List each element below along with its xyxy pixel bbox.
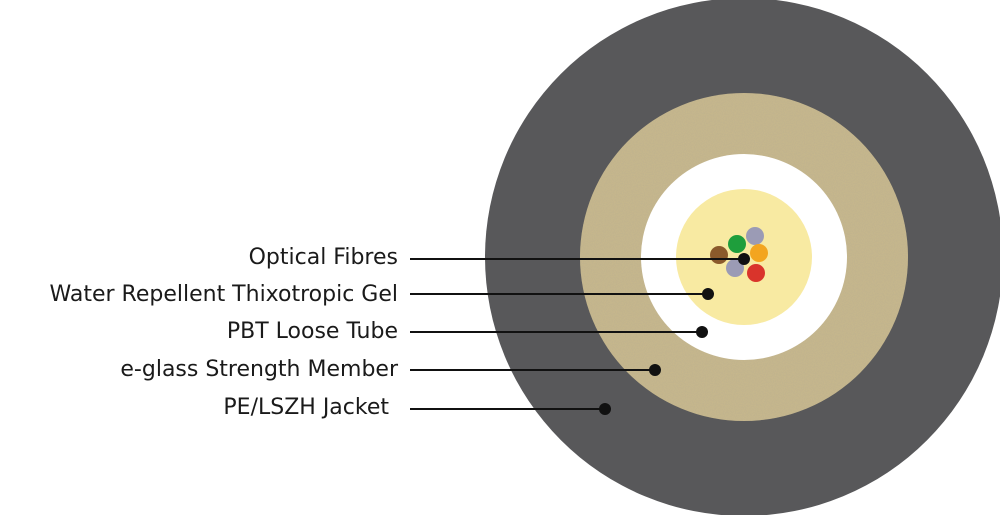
leader-jacket (410, 403, 611, 415)
leader-dot-jacket (599, 403, 611, 415)
leader-dot-optical-fibres (738, 253, 750, 265)
leader-strength-member (410, 364, 661, 376)
fibre-green (728, 235, 746, 253)
fibre-grey-bottom (726, 259, 744, 277)
optical-fibres-group (710, 227, 768, 282)
leader-dot-gel (702, 288, 714, 300)
leader-dot-strength-member (649, 364, 661, 376)
label-jacket: PE/LSZH Jacket (223, 395, 389, 420)
fibre-grey-top (746, 227, 764, 245)
leader-gel (410, 288, 714, 300)
fibre-brown (710, 246, 728, 264)
leader-loose-tube (410, 326, 708, 338)
label-optical-fibres: Optical Fibres (248, 245, 398, 270)
leader-dot-loose-tube (696, 326, 708, 338)
fibre-orange (750, 244, 768, 262)
label-gel: Water Repellent Thixotropic Gel (49, 282, 399, 307)
label-strength-member: e-glass Strength Member (120, 357, 398, 382)
label-loose-tube: PBT Loose Tube (226, 319, 398, 344)
leader-optical-fibres (410, 253, 750, 265)
fibre-red (747, 264, 765, 282)
